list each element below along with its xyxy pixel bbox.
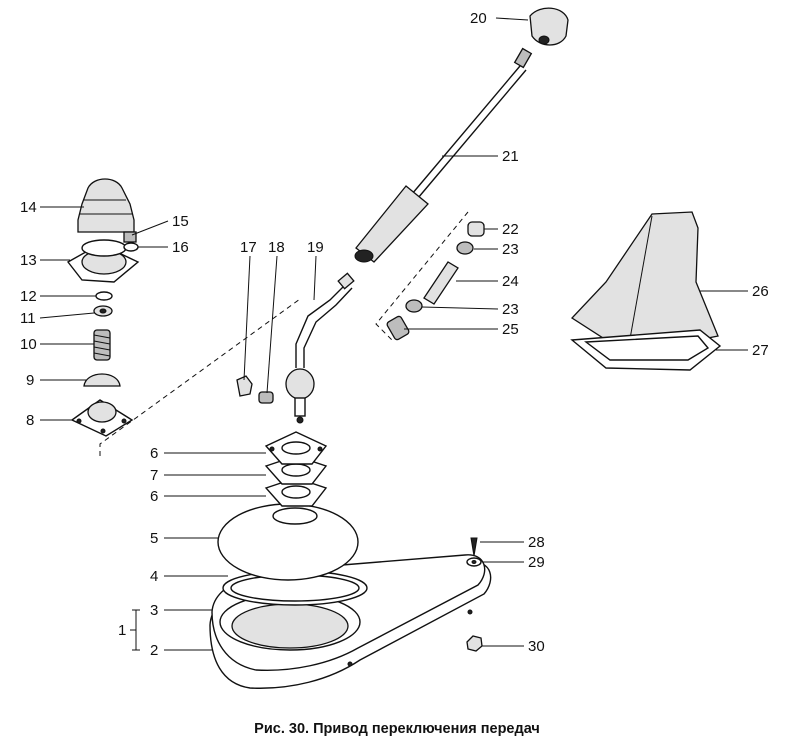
callout-7: 7 (150, 467, 158, 484)
callout-23-upper: 23 (502, 241, 519, 258)
boot-14 (77, 178, 135, 233)
shift-lever-19 (285, 272, 355, 424)
callout-3: 3 (150, 602, 158, 619)
callout-15: 15 (172, 213, 189, 230)
nut-30 (466, 635, 483, 652)
leader-lines (39, 17, 748, 651)
callout-24: 24 (502, 273, 519, 290)
callout-9: 9 (26, 372, 34, 389)
callout-22: 22 (502, 221, 519, 238)
callout-25: 25 (502, 321, 519, 338)
callout-16: 16 (172, 239, 189, 256)
callout-4: 4 (150, 568, 158, 585)
callout-14: 14 (20, 199, 37, 216)
nut-15 (123, 231, 137, 243)
callout-8: 8 (26, 412, 34, 429)
part-18 (258, 391, 274, 404)
clip-12 (95, 291, 113, 301)
plate-6-upper (264, 431, 328, 465)
nut-25 (386, 315, 410, 341)
frame-27 (570, 329, 722, 371)
callout-10: 10 (20, 336, 37, 353)
flange-8 (70, 399, 134, 437)
callout-13: 13 (20, 252, 37, 269)
callout-18: 18 (268, 239, 285, 256)
figure-caption: Рис. 30. Привод переключения передач (254, 721, 540, 737)
sleeve-24 (423, 261, 459, 305)
callout-2: 2 (150, 642, 158, 659)
callout-1: 1 (118, 622, 126, 639)
callout-27: 27 (752, 342, 769, 359)
callout-19: 19 (307, 239, 324, 256)
callout-17: 17 (240, 239, 257, 256)
washer-29 (466, 557, 482, 567)
ring-23a (456, 241, 474, 255)
lever-21 (354, 65, 527, 263)
callout-12: 12 (20, 288, 37, 305)
spring-10 (93, 329, 111, 361)
knob-20 (513, 7, 569, 69)
callout-6-upper: 6 (150, 445, 158, 462)
callout-23-lower: 23 (502, 301, 519, 318)
washer-16 (123, 242, 139, 252)
callout-11: 11 (20, 310, 36, 327)
boot-5 (217, 503, 359, 581)
callout-28: 28 (528, 534, 545, 551)
callout-29: 29 (528, 554, 545, 571)
screw-28 (470, 537, 478, 557)
callout-26: 26 (752, 283, 769, 300)
callout-20: 20 (470, 10, 487, 27)
callout-6-lower: 6 (150, 488, 158, 505)
bushing-22 (467, 221, 485, 237)
ring-23b (405, 299, 423, 313)
boot-26 (570, 211, 719, 355)
callout-30: 30 (528, 638, 545, 655)
washer-11 (93, 305, 113, 317)
callout-labels: 14 15 16 13 12 11 10 9 8 17 18 19 20 21 … (20, 10, 769, 659)
callout-5: 5 (150, 530, 158, 547)
cap-9 (83, 373, 121, 387)
callout-21: 21 (502, 148, 519, 165)
housing-13 (66, 239, 140, 283)
ring-4 (222, 570, 368, 606)
